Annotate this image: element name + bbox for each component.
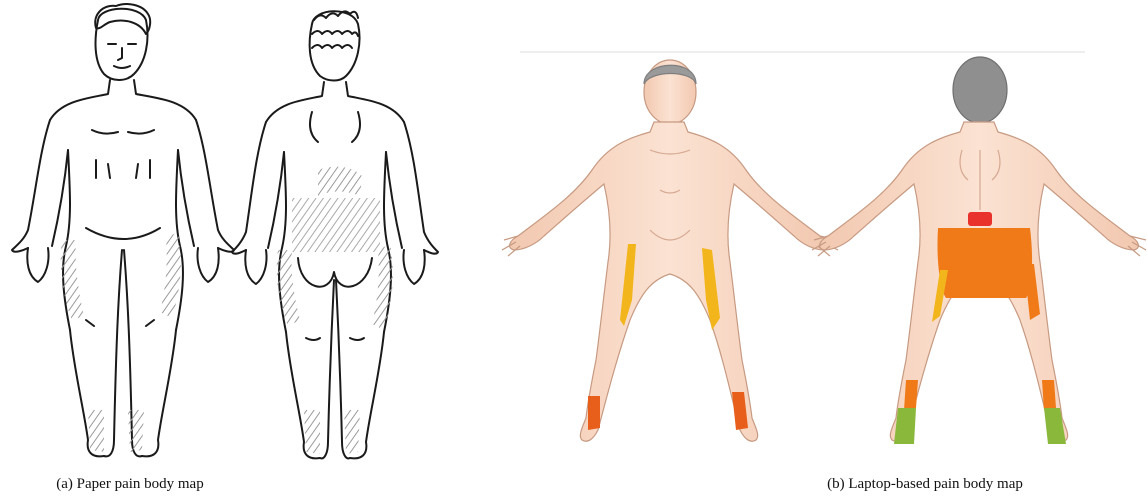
front-head — [96, 9, 148, 80]
front-right-hip-shading — [160, 232, 181, 318]
back-lower-back-pain-red — [968, 212, 992, 226]
laptop-front-figure — [502, 60, 838, 441]
back-buttocks-pain-orange — [937, 228, 1032, 298]
back-right-thigh-shading — [372, 244, 393, 330]
back-curly-hair — [312, 11, 358, 48]
paper-front-figure — [12, 4, 234, 456]
back-left-calf-pain-orange — [904, 380, 918, 410]
back-right-foot-pain-green — [1044, 408, 1066, 444]
paper-body-map-drawing — [0, 0, 480, 470]
front-face — [108, 44, 136, 68]
back-right-calf-pain-orange — [1042, 380, 1056, 410]
laptop-body-map-rendering — [500, 0, 1147, 470]
front-left-ankle-pain-orange — [588, 396, 600, 430]
back-left-thigh-shading — [277, 250, 300, 326]
front-left-hip-shading — [61, 240, 84, 320]
back-3d-hair — [953, 57, 1007, 123]
front-left-ankle-shading — [88, 410, 104, 452]
front-3d-body — [510, 122, 829, 441]
paper-back-pain-shading — [277, 167, 393, 454]
caption-laptop-pain-body-map: (b) Laptop-based pain body map — [665, 476, 1147, 493]
back-lower-back-shading — [318, 167, 362, 196]
back-left-ankle-shading — [304, 410, 320, 454]
paper-pain-body-map-panel: (a) Paper pain body map — [0, 0, 480, 500]
caption-paper-pain-body-map: (a) Paper pain body map — [0, 476, 260, 493]
laptop-pain-body-map-panel: (b) Laptop-based pain body map — [500, 0, 1147, 500]
front-right-ankle-shading — [128, 410, 144, 452]
back-buttocks-shading — [292, 198, 380, 252]
back-right-ankle-shading — [344, 410, 360, 454]
